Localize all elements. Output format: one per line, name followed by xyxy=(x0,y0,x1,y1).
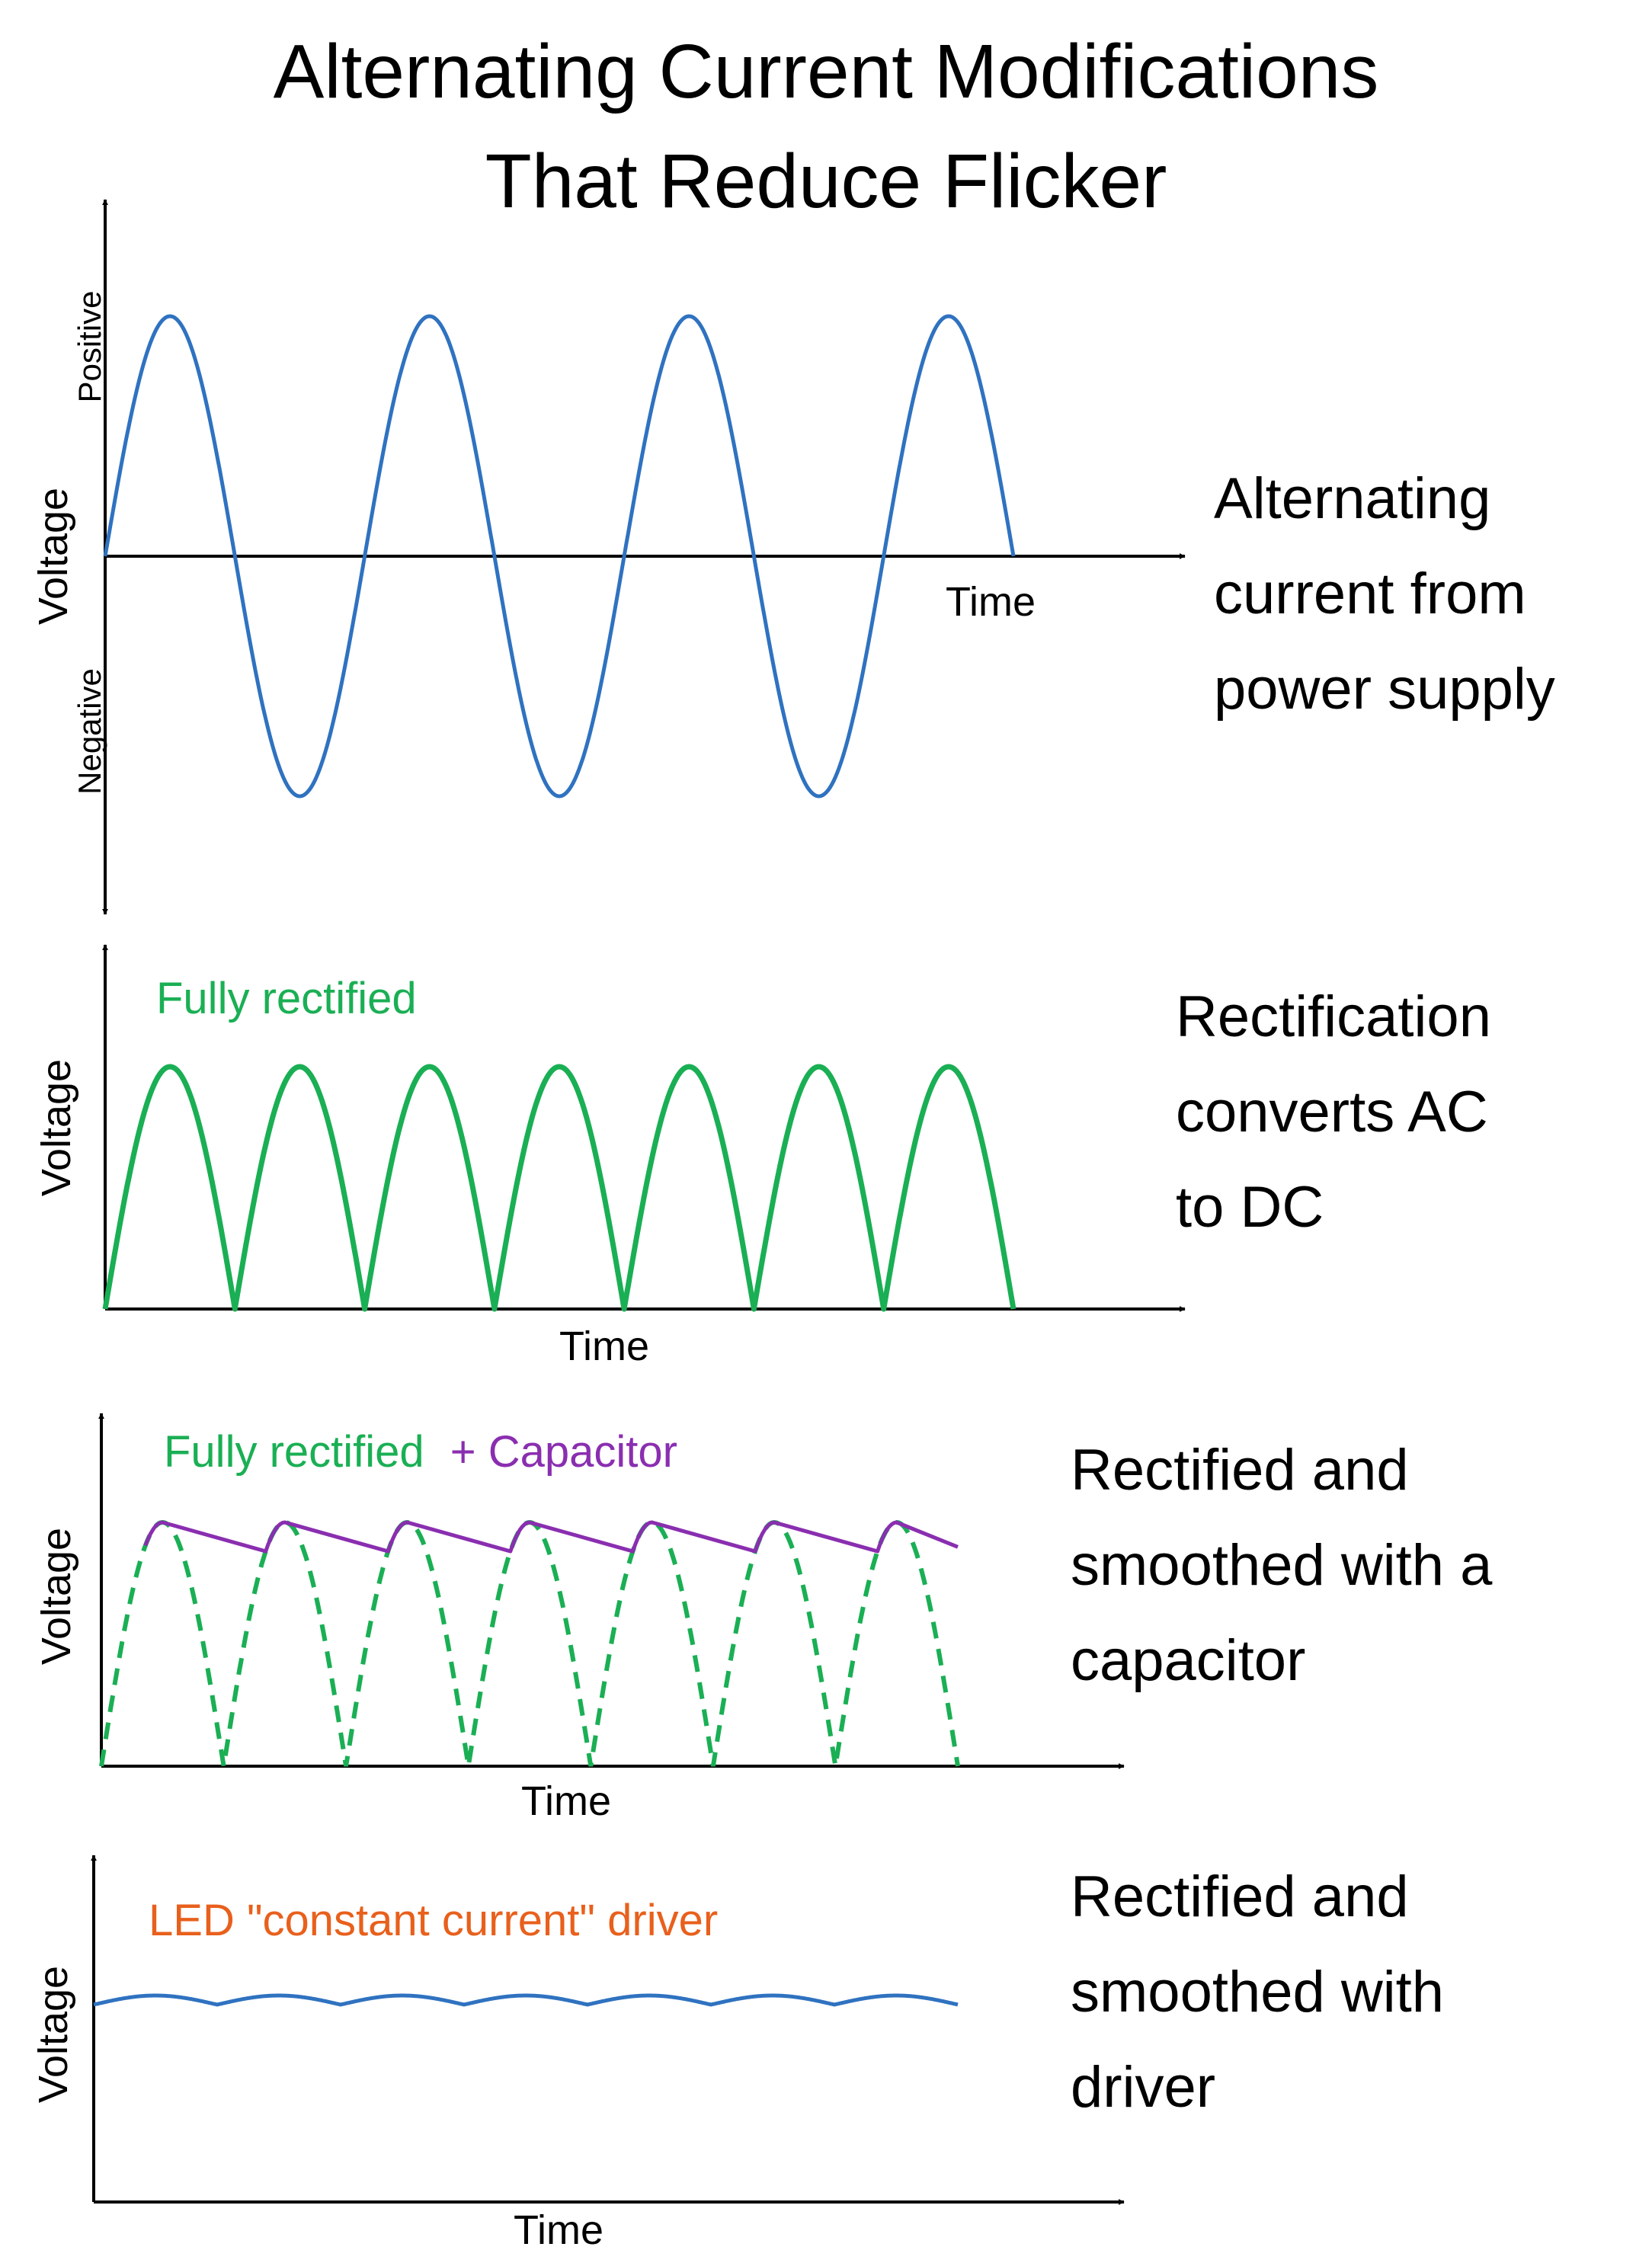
panel-driver-xlabel: Time xyxy=(514,2207,603,2253)
panel-ac-ac-wave xyxy=(103,314,1016,799)
panel-ac-positive-label: Positive xyxy=(72,290,107,402)
panel-capacitor-description-line-1: Rectified and xyxy=(1071,1438,1409,1503)
panel-capacitor-label-rectified: Fully rectified xyxy=(164,1427,424,1477)
panel-driver-description-line-1: Rectified and xyxy=(1071,1864,1409,1929)
panel-ac-ylabel: Voltage xyxy=(30,488,76,625)
panel-driver: LED "constant current" driver Voltage Ti… xyxy=(30,1855,1444,2253)
title-block: Alternating Current Modifications That R… xyxy=(274,29,1379,224)
title-line-2: That Reduce Flicker xyxy=(485,139,1167,224)
panel-rectified-ylabel: Voltage xyxy=(34,1059,79,1196)
panel-driver-driver-wave xyxy=(93,1993,959,2007)
panel-capacitor-description-line-3: capacitor xyxy=(1071,1628,1305,1693)
panel-capacitor: Fully rectified + Capacitor Voltage Time… xyxy=(34,1413,1493,1824)
panel-capacitor-description-line-2: smoothed with a xyxy=(1071,1533,1493,1598)
panel-rectified: Fully rectified Voltage Time Rectificati… xyxy=(34,944,1491,1369)
panel-rectified-description-line-3: to DC xyxy=(1176,1175,1324,1240)
title-line-1: Alternating Current Modifications xyxy=(274,29,1379,114)
panel-ac-negative-label: Negative xyxy=(72,668,107,795)
panel-capacitor-label: Fully rectified + Capacitor xyxy=(164,1427,677,1477)
panel-ac-description-line-2: current from xyxy=(1214,562,1526,626)
panel-ac: Voltage Positive Negative Time Alternati… xyxy=(30,199,1555,915)
panel-capacitor-label-capacitor: + Capacitor xyxy=(450,1427,677,1477)
panel-driver-description-line-2: smoothed with xyxy=(1071,1960,1444,2024)
panel-ac-description-line-1: Alternating xyxy=(1214,466,1490,531)
panel-rectified-description-line-2: converts AC xyxy=(1176,1080,1488,1144)
panel-driver-label: LED "constant current" driver xyxy=(149,1896,718,1945)
panel-rectified-rectified-wave xyxy=(102,1064,1016,1312)
panel-capacitor-capacitor-wave xyxy=(143,1520,959,1554)
panel-ac-xlabel: Time xyxy=(946,579,1036,625)
panel-rectified-label: Fully rectified xyxy=(156,974,417,1023)
panel-capacitor-ylabel: Voltage xyxy=(34,1528,79,1665)
panel-driver-description-line-3: driver xyxy=(1071,2055,1215,2120)
panel-driver-ylabel: Voltage xyxy=(30,1966,76,2103)
panel-rectified-xlabel: Time xyxy=(559,1323,649,1369)
panel-ac-description-line-3: power supply xyxy=(1214,657,1555,722)
panel-capacitor-xlabel: Time xyxy=(521,1778,611,1824)
panel-capacitor-rectified-dashed-wave xyxy=(99,1519,960,1767)
panel-rectified-description-line-1: Rectification xyxy=(1176,984,1491,1049)
